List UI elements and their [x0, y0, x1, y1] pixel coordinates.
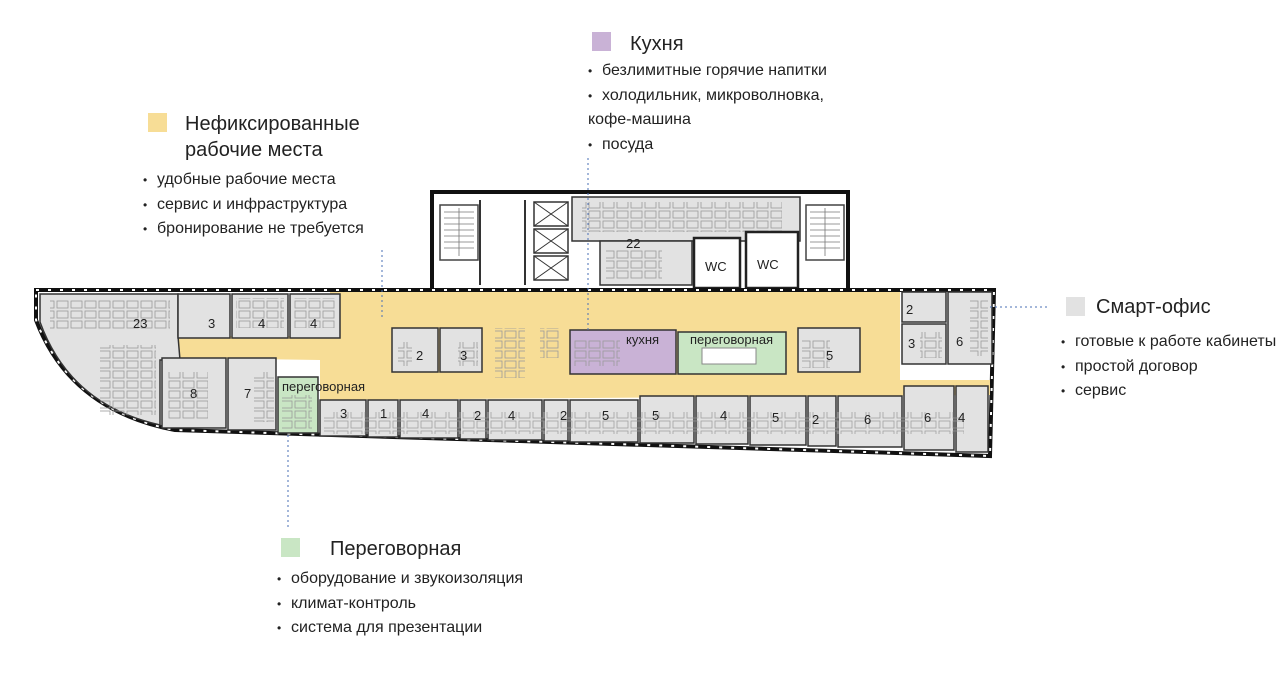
- label-wc-1: WC: [705, 259, 727, 274]
- offices-bottom-row: [319, 385, 989, 453]
- legend-bullet: •оборудование и звукоизоляция: [277, 570, 524, 587]
- room-4-top-left-1: 4: [258, 316, 265, 331]
- plan-labels: WC WC кухня переговорная переговорная 23…: [133, 236, 965, 427]
- legend-bullet: •климат-контроль: [277, 594, 417, 612]
- legend-bullet: •простой договор: [1061, 357, 1198, 375]
- legend-bullet: •удобные рабочие места: [143, 171, 336, 188]
- room-2-center: 2: [416, 348, 423, 363]
- room-8: 8: [190, 386, 197, 401]
- legend-hotdesk-title-2: рабочие места: [185, 139, 323, 161]
- legend-hotdesk-swatch: [148, 113, 167, 132]
- upper-core: [430, 190, 850, 292]
- room-3-top-left: 3: [208, 316, 215, 331]
- room-4-bottom-4: 4: [958, 410, 965, 425]
- legend-meeting-title: Переговорная: [330, 538, 462, 560]
- room-4-bottom-3: 4: [720, 408, 727, 423]
- legend-bullet: •бронирование не требуется: [143, 220, 364, 237]
- room-3-bottom: 3: [340, 406, 347, 421]
- room-7: 7: [244, 386, 251, 401]
- offices-top-left: [39, 293, 341, 431]
- room-2-right: 2: [906, 302, 913, 317]
- legend-kitchen-bullets: •безлимитные горячие напитки •холодильни…: [588, 59, 827, 157]
- room-5-bottom-3: 5: [772, 410, 779, 425]
- offices-right: [901, 291, 993, 365]
- legend-bullet: кофе-машина: [588, 111, 691, 128]
- room-4-bottom-1: 4: [422, 406, 429, 421]
- legend-bullet: •безлимитные горячие напитки: [588, 62, 827, 79]
- room-23: 23: [133, 316, 147, 331]
- legend-hotdesk-bullets: •удобные рабочие места •сервис и инфраст…: [143, 168, 364, 242]
- legend-bullet: •система для презентации: [277, 619, 483, 636]
- label-meeting-left: переговорная: [282, 379, 365, 394]
- legend-bullet: •готовые к работе кабинеты: [1061, 333, 1277, 350]
- room-3-right: 3: [908, 336, 915, 351]
- legend-kitchen-title: Кухня: [630, 33, 684, 55]
- room-4-top-left-2: 4: [310, 316, 317, 331]
- legend-bullet: •холодильник, микроволновка,: [588, 86, 824, 104]
- leader-lines: [287, 158, 1050, 528]
- center-rooms: [391, 327, 861, 378]
- room-5-bottom-2: 5: [652, 408, 659, 423]
- legend-smart-bullets: •готовые к работе кабинеты •простой дого…: [1061, 330, 1276, 404]
- room-6-right: 6: [956, 334, 963, 349]
- room-2-bottom-3: 2: [812, 412, 819, 427]
- room-5-bottom-1: 5: [602, 408, 609, 423]
- legend-bullet: •посуда: [588, 135, 654, 153]
- room-6-bottom-2: 6: [924, 410, 931, 425]
- legend-bullet: •сервис и инфраструктура: [143, 195, 348, 213]
- legend-meeting-swatch: [281, 538, 300, 557]
- label-wc-2: WC: [757, 257, 779, 272]
- legend-hotdesk-title-1: Нефиксированные: [185, 113, 360, 135]
- label-meeting-center: переговорная: [690, 332, 773, 347]
- room-4-bottom-2: 4: [508, 408, 515, 423]
- room-5-center: 5: [826, 348, 833, 363]
- legend-kitchen-swatch: [592, 32, 611, 51]
- legend-smart-title: Смарт-офис: [1096, 296, 1211, 318]
- room-22: 22: [626, 236, 640, 251]
- room-3-center: 3: [460, 348, 467, 363]
- legend-smart-swatch: [1066, 297, 1085, 316]
- legend-bullet: •сервис: [1061, 382, 1127, 399]
- legend-meeting-bullets: •оборудование и звукоизоляция •климат-ко…: [277, 567, 523, 641]
- label-kitchen: кухня: [626, 332, 659, 347]
- room-2-bottom-2: 2: [560, 408, 567, 423]
- room-6-bottom-1: 6: [864, 412, 871, 427]
- room-1-bottom: 1: [380, 406, 387, 421]
- room-2-bottom-1: 2: [474, 408, 481, 423]
